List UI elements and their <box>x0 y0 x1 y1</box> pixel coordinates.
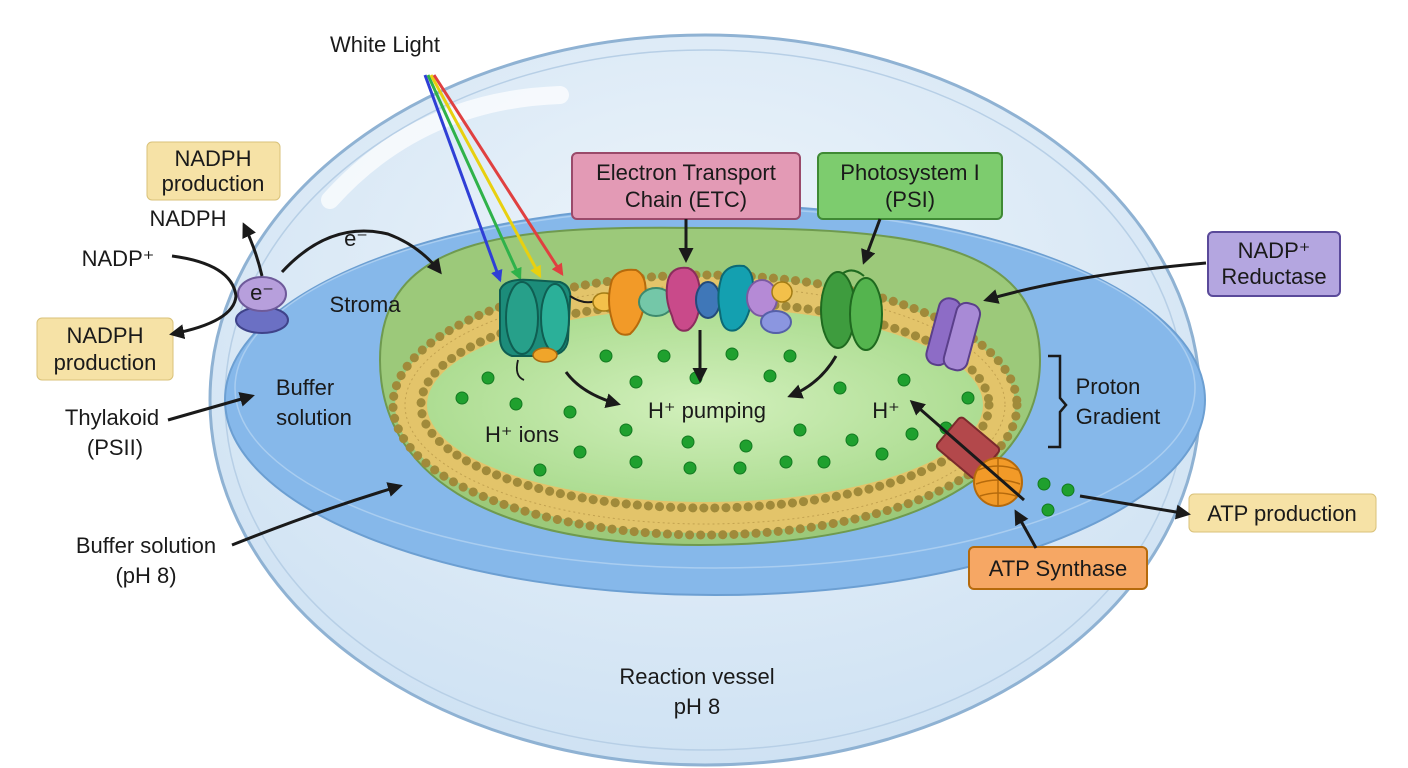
etc-label-line1: Electron Transport <box>596 160 776 185</box>
proton-dots <box>455 347 1075 517</box>
h-flow-arrow <box>909 400 1025 502</box>
reductase-label-line2: Reductase <box>1221 264 1326 289</box>
proton-dot-icon <box>763 369 777 383</box>
buffer-outer-arrow <box>231 482 403 547</box>
nadp-plus-label: NADP⁺ <box>82 246 155 271</box>
thylakoid <box>378 226 1042 547</box>
h-plus-label: H⁺ <box>872 398 900 423</box>
proton-dot-icon <box>725 347 739 361</box>
proton-dot-icon <box>845 433 859 447</box>
atp-synthase-label: ATP Synthase <box>989 556 1128 581</box>
electron-arrow <box>280 229 442 275</box>
psi-label-line1: Photosystem I <box>840 160 979 185</box>
stroma-label: Stroma <box>330 292 402 317</box>
pathway-arrows <box>167 218 1207 549</box>
atp-production-box: ATP production <box>1188 493 1377 533</box>
photosystem-i-icon <box>820 269 883 351</box>
psi-label-box: Photosystem I (PSI) <box>817 152 1003 220</box>
nadph-top-line1: NADPH <box>174 146 251 171</box>
proton-dot-icon <box>833 381 847 395</box>
proton-dot-icon <box>739 439 753 453</box>
thylakoid-lumen <box>427 308 983 502</box>
proton-dot-icon <box>817 455 831 469</box>
nadph-left-line2: production <box>54 350 157 375</box>
proton-dot-icon <box>683 461 697 475</box>
proton-dot-icon <box>897 373 911 387</box>
psii-pumping-arrow <box>564 371 621 409</box>
buffer-inner-line1: Buffer <box>276 375 334 400</box>
thylakoid-arrow <box>167 392 255 422</box>
psi-label-line2: (PSI) <box>885 187 935 212</box>
electron-carrier-icon <box>235 276 289 334</box>
h-pumping-label: H⁺ pumping <box>648 398 766 423</box>
proton-dot-icon <box>1061 483 1075 497</box>
buffer-outer-line1: Buffer solution <box>76 533 216 558</box>
proton-dot-icon <box>533 463 547 477</box>
proton-dot-icon <box>573 445 587 459</box>
spectrum-rays-icon <box>423 74 564 283</box>
nadph-production-top-box: NADPH production <box>146 141 281 201</box>
proton-dot-icon <box>1041 503 1055 517</box>
proton-dot-icon <box>783 349 797 363</box>
atp-synthase-arrow <box>1014 509 1038 549</box>
nadph-label: NADPH <box>149 206 226 231</box>
thylakoid-psii-line1: Thylakoid <box>65 405 159 430</box>
proton-dot-icon <box>681 435 695 449</box>
psi-pumping-arrow <box>787 355 838 399</box>
buffer-outer-line2: (pH 8) <box>115 563 176 588</box>
atp-synthase-label-box: ATP Synthase <box>968 546 1148 590</box>
reductase-label-line1: NADP⁺ <box>1238 238 1311 263</box>
proton-dot-icon <box>905 427 919 441</box>
reaction-vessel-line1: Reaction vessel <box>619 664 774 689</box>
proton-dot-icon <box>481 371 495 385</box>
proton-dot-icon <box>629 375 643 389</box>
proton-gradient-bracket <box>1048 354 1068 449</box>
nadph-top-line2: production <box>162 171 265 196</box>
proton-gradient-line1: Proton <box>1076 374 1141 399</box>
atp-production-label: ATP production <box>1207 501 1357 526</box>
electron-carrier-label: e⁻ <box>250 280 274 305</box>
etc-label-line2: Chain (ETC) <box>625 187 747 212</box>
nadph-production-left-box: NADPH production <box>36 317 174 381</box>
proton-dot-icon <box>563 405 577 419</box>
photosystem-ii-icon <box>499 278 599 381</box>
proton-dot-icon <box>1037 477 1051 491</box>
proton-gradient-line2: Gradient <box>1076 404 1160 429</box>
thylakoid-psii-line2: (PSII) <box>87 435 143 460</box>
proton-dot-icon <box>455 391 469 405</box>
reaction-vessel-line2: pH 8 <box>674 694 720 719</box>
h-ions-label: H⁺ ions <box>485 422 559 447</box>
proton-dot-icon <box>619 423 633 437</box>
buffer-inner-line2: solution <box>276 405 352 430</box>
proton-dot-icon <box>509 397 523 411</box>
nadph-left-line1: NADPH <box>66 323 143 348</box>
proton-dot-icon <box>733 461 747 475</box>
electron-transport-proteins-icon <box>592 264 793 336</box>
proton-dot-icon <box>779 455 793 469</box>
nadp-reductase-label-box: NADP⁺ Reductase <box>1207 231 1341 297</box>
psi-arrow <box>861 218 882 265</box>
white-light-label: White Light <box>330 32 440 57</box>
nadph-up-arrow <box>242 222 264 277</box>
nadp-reductase-icon <box>925 297 982 372</box>
proton-dot-icon <box>629 455 643 469</box>
reductase-arrow <box>983 261 1207 304</box>
proton-dot-icon <box>599 349 613 363</box>
proton-dot-icon <box>875 447 889 461</box>
proton-dot-icon <box>657 349 671 363</box>
proton-dot-icon <box>961 391 975 405</box>
etc-label-box: Electron Transport Chain (ETC) <box>571 152 801 220</box>
atp-production-arrow <box>1079 494 1191 520</box>
nadp-to-production-arrow <box>169 254 238 340</box>
proton-dot-icon <box>793 423 807 437</box>
